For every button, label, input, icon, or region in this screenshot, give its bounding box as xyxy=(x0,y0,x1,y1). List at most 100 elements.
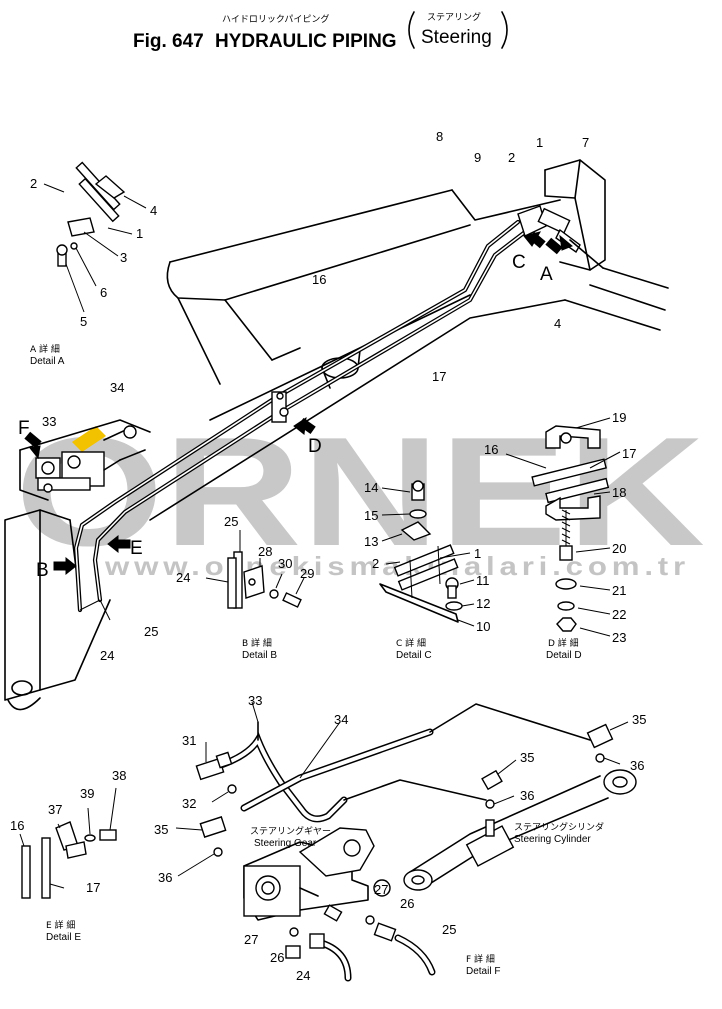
callout: 17 xyxy=(86,880,100,895)
view-arrow-b: B xyxy=(36,556,77,581)
callout: 1 xyxy=(474,546,481,561)
callout: 8 xyxy=(436,129,443,144)
svg-text:B: B xyxy=(36,560,49,581)
detail-d: D 詳 細 Detail D xyxy=(505,417,621,661)
steering-gear-en: Steering Gear xyxy=(254,838,317,849)
view-arrow-f: F xyxy=(18,418,42,460)
callout: 16 xyxy=(484,442,498,457)
view-arrow-e: E xyxy=(107,534,143,559)
callout: 13 xyxy=(364,534,378,549)
detail-d-jp: D 詳 細 xyxy=(548,637,579,649)
detail-b-en: Detail B xyxy=(242,650,277,661)
detail-c-en: Detail C xyxy=(396,650,432,661)
detail-c-jp: C 詳 細 xyxy=(396,637,426,649)
main-frame xyxy=(4,159,669,711)
callout: 36 xyxy=(158,870,172,885)
paren-left xyxy=(408,11,415,49)
callout: 2 xyxy=(372,556,379,571)
callout: 2 xyxy=(508,150,515,165)
callout: 1 xyxy=(136,226,143,241)
page-subtitle: Steering xyxy=(421,27,492,48)
callout: 26 xyxy=(270,950,284,965)
detail-a-jp: A 詳 細 xyxy=(30,343,60,355)
callout: 4 xyxy=(150,203,157,218)
callout: 4 xyxy=(554,316,561,331)
svg-text:A: A xyxy=(540,264,553,285)
svg-text:D: D xyxy=(308,436,322,457)
callout: 34 xyxy=(334,712,348,727)
callout: 24 xyxy=(296,968,310,983)
callout: 25 xyxy=(224,514,238,529)
callout: 15 xyxy=(364,508,378,523)
callout: 16 xyxy=(10,818,24,833)
view-arrow-c: C xyxy=(512,231,546,273)
callout: 33 xyxy=(42,414,56,429)
jp-title: ハイドロリックパイピング xyxy=(222,13,329,25)
callout: 14 xyxy=(364,480,378,495)
callout: 24 xyxy=(176,570,190,585)
callout: 16 xyxy=(312,272,326,287)
callout: 19 xyxy=(612,410,626,425)
figure-number: Fig. 647 xyxy=(133,31,204,52)
callout: 7 xyxy=(582,135,589,150)
header: ハイドロリックパイピング ステアリング Fig. 647 HYDRAULIC P… xyxy=(133,11,508,52)
steering-cylinder-jp: ステアリングシリンダ xyxy=(514,821,604,833)
callout: 38 xyxy=(112,768,126,783)
callout: 25 xyxy=(144,624,158,639)
callout: 11 xyxy=(476,573,490,588)
svg-text:E: E xyxy=(130,538,143,559)
callout: 17 xyxy=(622,446,636,461)
detail-e-en: Detail E xyxy=(46,932,81,943)
detail-b-jp: B 詳 細 xyxy=(242,637,272,649)
steering-cylinder-en: Steering Cylinder xyxy=(514,834,591,845)
svg-text:C: C xyxy=(512,252,526,273)
callout: 30 xyxy=(278,556,292,571)
callout: 1 xyxy=(536,135,543,150)
callout: 36 xyxy=(630,758,644,773)
callout: 17 xyxy=(432,369,446,384)
watermark-accent xyxy=(72,426,106,452)
watermark-site: www.ornekismakinalari.com.tr xyxy=(104,551,690,581)
callout: 31 xyxy=(182,733,196,748)
svg-text:F: F xyxy=(18,418,30,439)
page-title: HYDRAULIC PIPING xyxy=(215,31,397,52)
detail-f-en: Detail F xyxy=(466,966,500,977)
detail-a-en: Detail A xyxy=(30,356,65,367)
callout: 35 xyxy=(632,712,646,727)
detail-f-jp: F 詳 細 xyxy=(466,953,495,965)
hose-assembly xyxy=(175,701,637,982)
callout: 37 xyxy=(48,802,62,817)
callout: 9 xyxy=(474,150,481,165)
callout: 29 xyxy=(300,566,314,581)
callout: 36 xyxy=(520,788,534,803)
callout: 32 xyxy=(182,796,196,811)
callout: 35 xyxy=(520,750,534,765)
detail-d-en: Detail D xyxy=(546,650,582,661)
callout: 23 xyxy=(612,630,626,645)
detail-e: E 詳 細 Detail E xyxy=(19,787,117,943)
callout: 10 xyxy=(476,619,490,634)
callout: 2 xyxy=(30,176,37,191)
callout: 34 xyxy=(110,380,124,395)
detail-c: C 詳 細 Detail C xyxy=(379,480,475,661)
callout: 12 xyxy=(476,596,490,611)
paren-right xyxy=(501,11,508,49)
callout: 27 xyxy=(374,882,388,897)
callout: 26 xyxy=(400,896,414,911)
callout: 24 xyxy=(100,648,114,663)
steering-gear-jp: ステアリングギヤー xyxy=(250,825,331,837)
callout: 28 xyxy=(258,544,272,559)
callout: 39 xyxy=(80,786,94,801)
component-labels: ステアリングギヤー Steering Gear ステアリングシリンダ Steer… xyxy=(250,821,604,977)
callout: 22 xyxy=(612,607,626,622)
callout: 18 xyxy=(612,485,626,500)
callout: 35 xyxy=(154,822,168,837)
callout: 5 xyxy=(80,314,87,329)
detail-e-jp: E 詳 細 xyxy=(46,919,75,931)
detail-b: B 詳 細 Detail B xyxy=(205,530,305,661)
view-arrow-d: D xyxy=(293,416,322,457)
view-arrows: A C D F E B xyxy=(18,231,573,581)
detail-a: A 詳 細 Detail A xyxy=(30,161,147,367)
view-arrow-a: A xyxy=(540,234,573,285)
